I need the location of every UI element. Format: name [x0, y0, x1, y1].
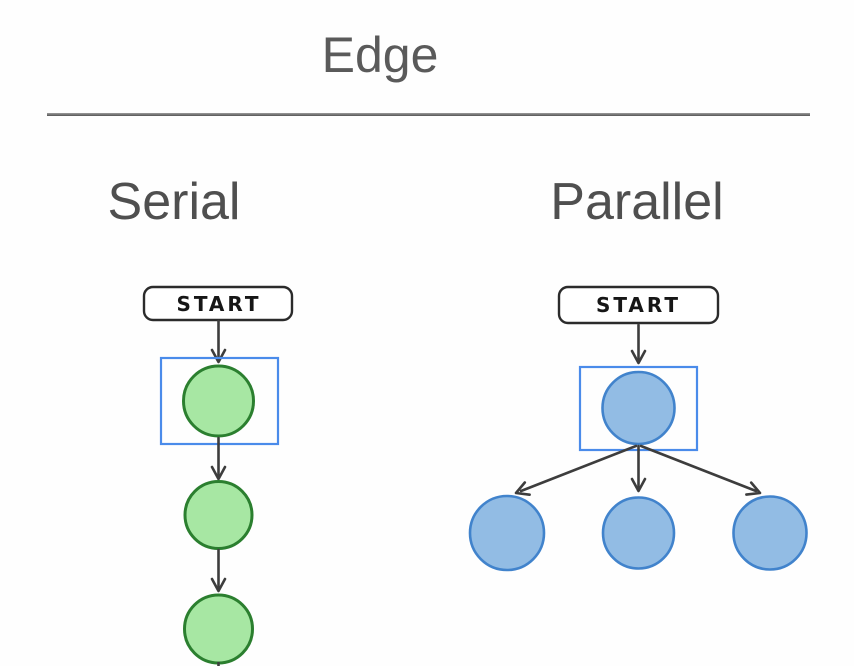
title-divider	[47, 113, 810, 116]
serial-edge-node1-to-node2[interactable]	[210, 436, 227, 481]
parallel-edge-start-to-parent[interactable]	[630, 323, 647, 365]
serial-start-label: START	[176, 292, 261, 316]
serial-node-3[interactable]	[183, 593, 254, 665]
parallel-child-node-1[interactable]	[468, 494, 546, 572]
parallel-edge-to-child-2[interactable]	[630, 444, 647, 493]
parallel-edge-to-child-1[interactable]	[514, 444, 638, 496]
parallel-heading: Parallel	[550, 173, 724, 231]
serial-edge-start-to-node1[interactable]	[210, 319, 227, 364]
serial-edge-node2-to-node3[interactable]	[210, 548, 227, 593]
parallel-edge-to-child-3[interactable]	[639, 444, 762, 496]
parallel-child-node-2[interactable]	[601, 496, 676, 570]
parallel-parent-node[interactable]	[601, 370, 676, 446]
serial-node-2[interactable]	[183, 480, 254, 550]
parallel-diagram: START	[468, 285, 808, 572]
parallel-child-node-3[interactable]	[732, 495, 808, 571]
page-title: Edge	[321, 27, 439, 83]
parallel-start-label: START	[596, 293, 681, 317]
serial-diagram: START	[142, 285, 294, 666]
serial-heading: Serial	[107, 173, 241, 231]
parallel-start-node[interactable]	[557, 285, 720, 325]
serial-node-1[interactable]	[182, 364, 255, 438]
